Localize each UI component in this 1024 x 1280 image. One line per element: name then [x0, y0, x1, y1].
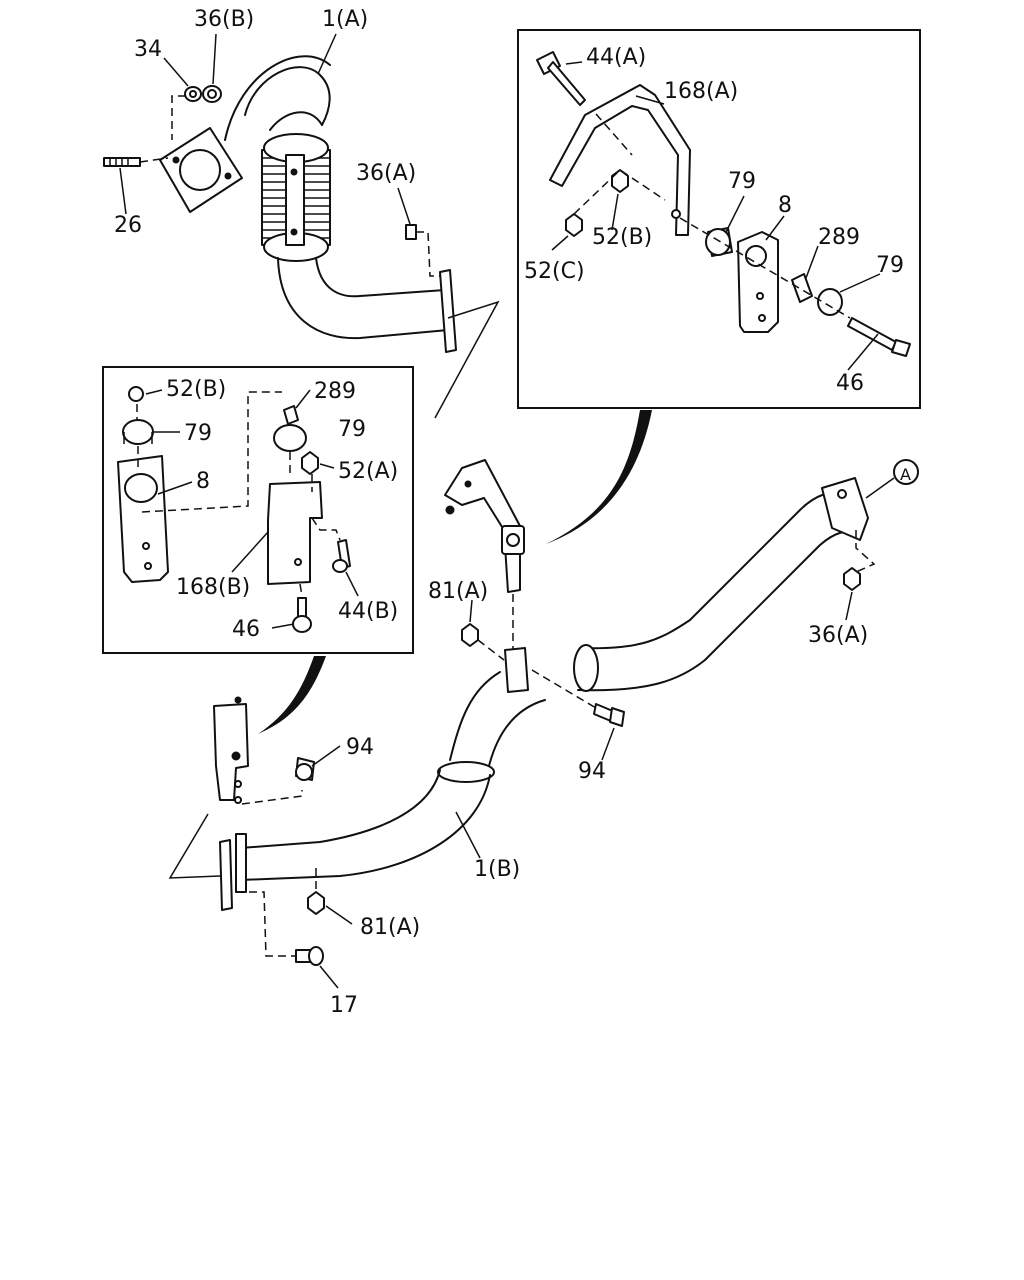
callout-81a-mid: 81(A)	[428, 579, 488, 604]
callout-8-inset-b: 8	[196, 469, 210, 494]
main-pipe-assembly	[168, 459, 919, 966]
callout-46-inset-b: 46	[232, 617, 260, 642]
callout-79-inset-b-2: 79	[338, 417, 366, 442]
inset-hanger-b	[102, 366, 414, 654]
callout-1a: 1(A)	[322, 7, 368, 32]
callout-17: 17	[330, 993, 358, 1018]
callout-81a-bottom: 81(A)	[360, 915, 420, 940]
callout-circle-a: A	[900, 465, 911, 484]
callout-52a: 52(A)	[338, 459, 398, 484]
nut-36b	[202, 85, 222, 103]
front-pipe-assembly	[159, 55, 500, 419]
callout-46-inset-a: 46	[836, 371, 864, 396]
callout-94-mid: 94	[578, 759, 606, 784]
callout-52b-inset-b: 52(B)	[166, 377, 226, 402]
washer-34	[184, 86, 202, 102]
leader-lines	[119, 33, 881, 989]
callout-94-left: 94	[346, 735, 374, 760]
callout-labels: 36(B) 34 1(A) 26 36(A) 44(A) 168(A) 79 8…	[114, 7, 911, 1018]
callout-168b: 168(B)	[176, 575, 250, 600]
stud-26	[103, 157, 169, 167]
callout-289-inset-b: 289	[314, 379, 356, 404]
inset-a-leader	[546, 410, 652, 544]
callout-168a: 168(A)	[664, 79, 738, 104]
callout-289-inset-a: 289	[818, 225, 860, 250]
callout-52c: 52(C)	[524, 259, 585, 284]
callout-79-inset-a-1: 79	[728, 169, 756, 194]
callout-44b: 44(B)	[338, 599, 398, 624]
callout-79-inset-a-2: 79	[876, 253, 904, 278]
callout-36b-top: 36(B)	[194, 7, 254, 32]
callout-44a: 44(A)	[586, 45, 646, 70]
nut-36a-top	[405, 224, 440, 277]
callout-34: 34	[134, 37, 162, 62]
callout-26: 26	[114, 213, 142, 238]
callout-79-inset-b-1: 79	[184, 421, 212, 446]
callout-8-inset-a: 8	[778, 193, 792, 218]
inset-b-leader	[258, 656, 326, 734]
inset-hanger-a	[517, 29, 921, 409]
callout-1b: 1(B)	[474, 857, 520, 882]
callout-36a-right: 36(A)	[808, 623, 868, 648]
callout-52b-inset-a: 52(B)	[592, 225, 652, 250]
callout-36a-top: 36(A)	[356, 161, 416, 186]
